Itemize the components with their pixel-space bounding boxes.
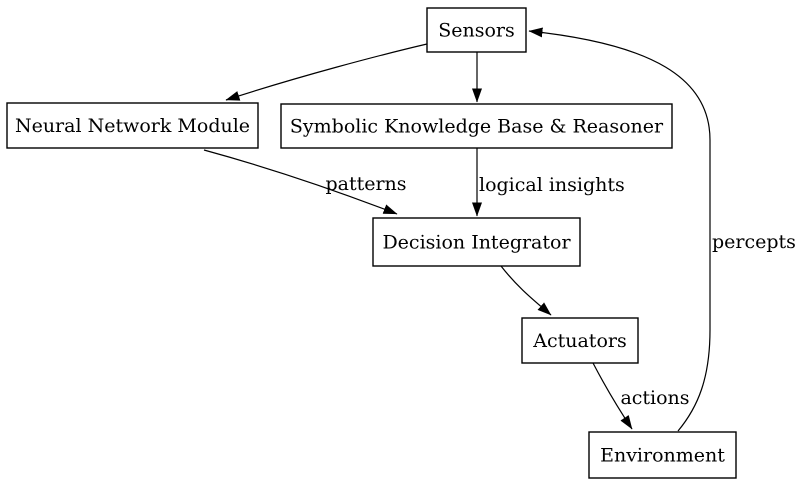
edge-label-patterns: patterns: [325, 173, 406, 195]
node-environment-box: [588, 431, 737, 479]
node-sensors-label: Sensors: [438, 20, 515, 42]
edge-neural-network-module-to-decision-integrator: [203, 149, 398, 215]
node-actuators-box: [521, 317, 639, 364]
node-decision-integrator: Decision Integrator: [372, 217, 581, 267]
node-decision-integrator-label: Decision Integrator: [382, 232, 571, 254]
node-environment-label: Environment: [600, 445, 725, 467]
edge-label-logical-insights: logical insights: [479, 174, 625, 196]
edge-label-actions: actions: [620, 387, 689, 409]
node-actuators: Actuators: [521, 317, 639, 364]
node-neural-network-module-label: Neural Network Module: [15, 115, 250, 137]
edge-actuators-to-environment: [592, 362, 633, 430]
node-symbolic-kb-reasoner-label: Symbolic Knowledge Base & Reasoner: [290, 116, 664, 138]
edge-label-percepts: percepts: [712, 231, 796, 253]
node-environment: Environment: [588, 431, 737, 479]
node-sensors-box: [426, 7, 527, 53]
node-actuators-label: Actuators: [532, 330, 626, 352]
edge-environment-to-sensors: [528, 27, 711, 432]
node-decision-integrator-box: [372, 217, 581, 267]
node-neural-network-module-box: [6, 102, 259, 149]
edge-sensors-to-neural-network-module: [225, 43, 428, 101]
node-symbolic-kb-reasoner: Symbolic Knowledge Base & Reasoner: [280, 103, 673, 149]
edge-decision-integrator-to-actuators: [500, 265, 552, 316]
node-sensors: Sensors: [426, 7, 527, 53]
node-symbolic-kb-reasoner-box: [280, 103, 673, 149]
node-neural-network-module: Neural Network Module: [6, 102, 259, 149]
